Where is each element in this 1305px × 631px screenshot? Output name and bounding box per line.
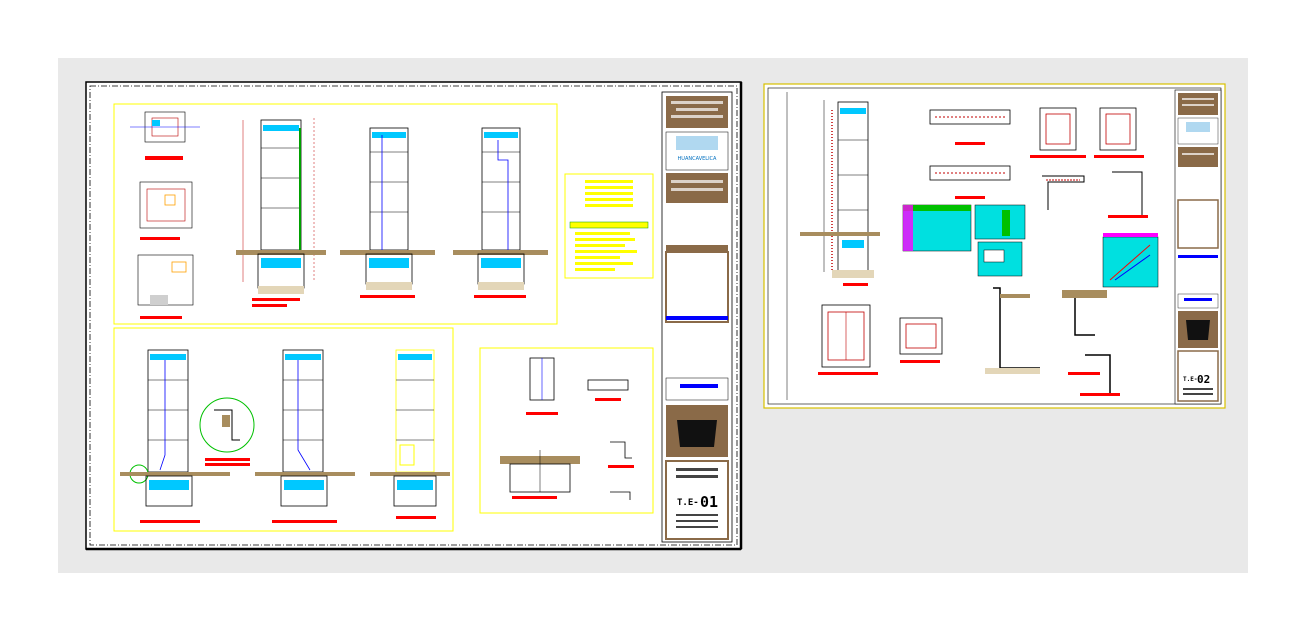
sheet-2[interactable]: T.E- 02 xyxy=(763,83,1226,409)
plan-detail-middle xyxy=(139,181,193,240)
legend-block xyxy=(564,173,654,279)
beam-details xyxy=(929,107,1148,218)
group-elevations-top xyxy=(113,103,558,325)
sheet-1-code-prefix: T.E- xyxy=(677,498,699,508)
tank-elevation-6 xyxy=(370,349,450,519)
plan-detail-top xyxy=(130,111,200,160)
tank-elevation-1 xyxy=(236,118,326,307)
sheet-2-code-prefix: T.E- xyxy=(1183,376,1197,383)
wall-sections xyxy=(818,287,1120,396)
tank-elevation-5 xyxy=(255,349,355,523)
spec-tables xyxy=(902,204,1159,288)
group-details-bottom xyxy=(479,347,654,514)
plan-detail-bottom xyxy=(137,254,194,319)
rebar-elevation xyxy=(800,100,880,286)
group-elevations-bottom xyxy=(113,327,454,532)
tank-elevation-2 xyxy=(340,127,435,298)
title-block-sheet-1[interactable]: HUANCAVELICA T.E- 01 xyxy=(661,91,733,543)
tank-elevation-4 xyxy=(120,349,230,523)
sheet-1-logo-text: HUANCAVELICA xyxy=(678,156,718,162)
sheet-1[interactable]: HUANCAVELICA T.E- 01 xyxy=(85,81,743,551)
sheet-1-code-number: 01 xyxy=(700,493,718,511)
circular-detail xyxy=(199,397,255,466)
title-block-sheet-2[interactable]: T.E- 02 xyxy=(1174,89,1222,405)
tank-elevation-3 xyxy=(453,127,548,298)
sheet-2-code-number: 02 xyxy=(1197,373,1210,386)
